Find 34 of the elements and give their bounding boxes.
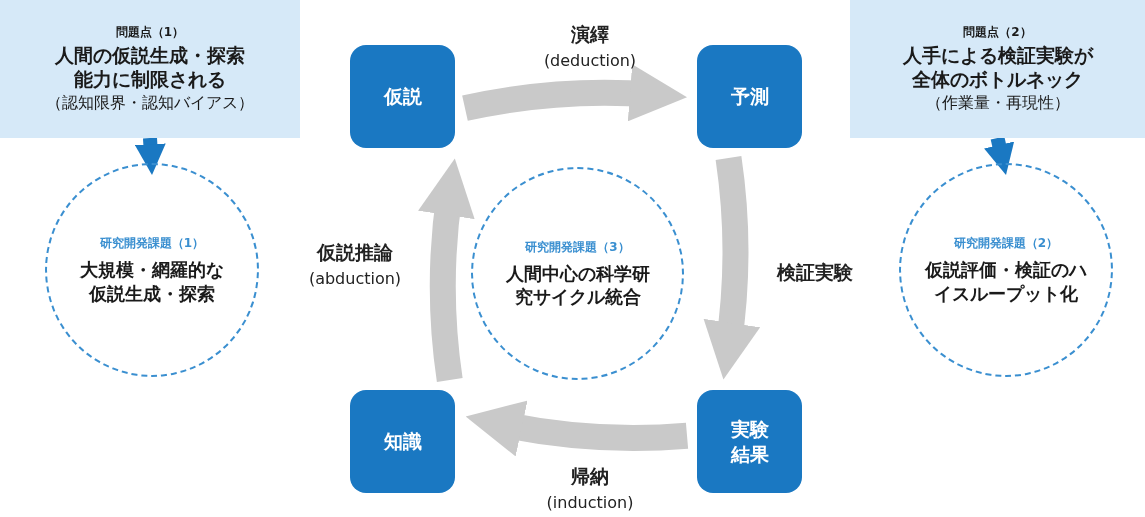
goal-text: 大規模・網羅的な仮説生成・探索 [79,258,225,305]
goal-heading: 研究開発課題（2） [953,235,1059,253]
process-box [350,45,455,148]
step-text: 予測 [729,84,770,109]
step-text: 仮説 [382,84,423,109]
step-text: 知識 [382,429,423,454]
edge-label: 仮説推論 (abduction) [307,240,403,290]
goal-circle [471,167,684,380]
problem-text: 人間の仮説生成・探索能力に制限される [54,43,246,92]
edge-label: 演繹 (deduction) [542,22,638,72]
problem-note: （作業量・再現性） [925,93,1070,115]
goal-heading: 研究開発課題（3） [525,238,630,256]
process-box [350,390,455,493]
problem-heading: 問題点（1） [115,23,185,41]
problem-box [850,0,1145,138]
arrow [465,400,688,457]
process-box [697,45,802,148]
edge-label: 検証実験 [775,260,854,285]
problem-box [0,0,300,138]
arrow [703,156,760,380]
problem-text: 人手による検証実験が全体のボトルネック [901,43,1095,92]
goal-heading: 研究開発課題（1） [99,235,205,253]
problem-note: （認知限界・認知バイアス） [46,93,254,115]
goal-text: 仮説評価・検証のハイスループット化 [923,258,1088,305]
arrow [984,136,1015,175]
step-text: 実験結果 [729,416,770,467]
goal-circle [45,163,259,377]
problem-heading: 問題点（2） [963,23,1032,41]
goal-circle [899,163,1113,377]
process-box [697,390,802,493]
edge-label: 帰納 (induction) [545,464,635,514]
goal-text: 人間中心の科学研究サイクル統合 [504,261,651,309]
arrow [462,64,688,122]
arrow [134,137,166,175]
